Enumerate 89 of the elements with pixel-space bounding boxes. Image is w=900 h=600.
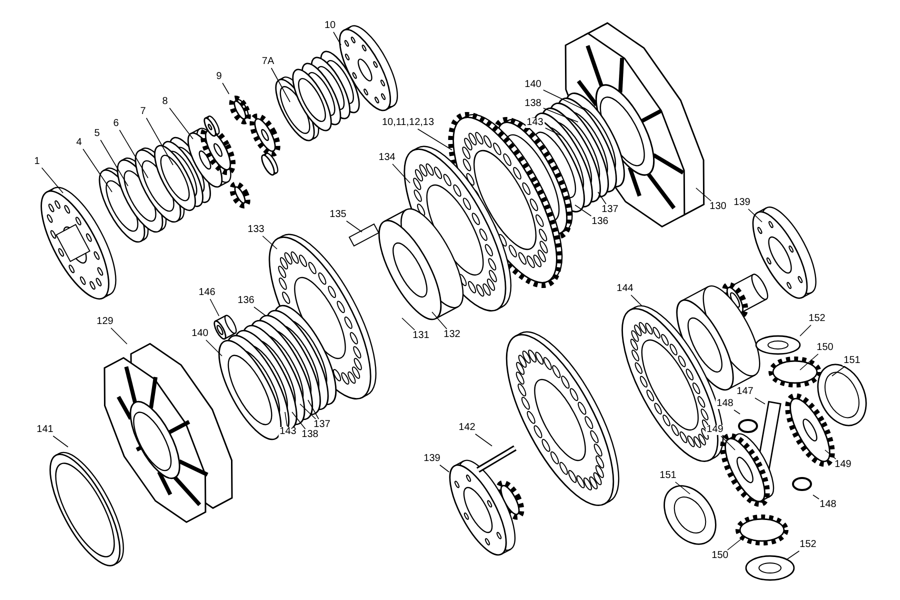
callout-number: 7A bbox=[260, 57, 276, 67]
leader-line bbox=[41, 167, 64, 194]
leader-line bbox=[308, 400, 320, 420]
callout-number: 10 bbox=[323, 21, 337, 31]
leader-line bbox=[402, 318, 416, 330]
callout-number: 136 bbox=[590, 217, 610, 227]
callout-number: 8 bbox=[161, 97, 169, 107]
leader-line bbox=[630, 294, 642, 306]
callout-number: 147 bbox=[736, 387, 754, 397]
leader-line bbox=[169, 108, 194, 140]
leader-line bbox=[254, 306, 266, 316]
leader-line bbox=[832, 366, 844, 376]
leader-line bbox=[786, 550, 800, 560]
callout-number: 131 bbox=[412, 331, 430, 341]
leader-line bbox=[748, 208, 762, 222]
callout-number: 129 bbox=[96, 317, 114, 327]
leader-line bbox=[800, 354, 819, 370]
callout-number: 149 bbox=[706, 425, 724, 435]
leader-line bbox=[439, 464, 450, 472]
callout-number: 5 bbox=[93, 129, 101, 139]
callout-number: 135 bbox=[328, 210, 348, 220]
callout-number: 138 bbox=[524, 99, 542, 109]
leader-line bbox=[392, 164, 410, 184]
leader-line bbox=[222, 82, 230, 94]
leader-line bbox=[824, 450, 836, 460]
callout-number: 140 bbox=[524, 80, 542, 90]
callout-number: 132 bbox=[442, 330, 462, 340]
callout-number: 140 bbox=[190, 329, 210, 339]
leader-line bbox=[474, 434, 492, 446]
leader-line bbox=[333, 32, 342, 46]
leader-line bbox=[100, 140, 128, 186]
leader-line bbox=[674, 482, 690, 494]
leader-line bbox=[542, 90, 586, 110]
leader-line bbox=[346, 220, 362, 232]
callout-number: 134 bbox=[378, 153, 396, 163]
callout-number: 133 bbox=[246, 225, 266, 235]
callout-number: 148 bbox=[716, 399, 734, 409]
callout-number: 142 bbox=[458, 423, 476, 433]
callout-number: 150 bbox=[710, 551, 730, 561]
leader-line bbox=[544, 128, 562, 136]
callout-number: 138 bbox=[300, 430, 320, 440]
leader-line bbox=[574, 204, 592, 216]
leader-line bbox=[696, 188, 712, 202]
callout-number: 148 bbox=[818, 500, 838, 510]
callout-number: 6 bbox=[112, 119, 120, 129]
callout-number: 152 bbox=[808, 314, 826, 324]
callout-number: 137 bbox=[312, 420, 332, 430]
leader-line bbox=[292, 412, 306, 430]
callout-number: 150 bbox=[816, 343, 834, 353]
leader-line bbox=[417, 128, 452, 150]
leader-line bbox=[119, 130, 148, 178]
leader-line bbox=[727, 536, 746, 550]
callout-number: 141 bbox=[36, 425, 54, 435]
leader-line bbox=[598, 192, 606, 204]
callout-number: 139 bbox=[422, 454, 442, 464]
callout-number: 139 bbox=[732, 198, 752, 208]
leader-line bbox=[262, 236, 278, 250]
callout-number: 137 bbox=[600, 205, 620, 215]
leader-line bbox=[754, 398, 766, 404]
callout-number: 151 bbox=[842, 356, 862, 366]
leader-line bbox=[542, 108, 578, 122]
callout-number: 152 bbox=[798, 540, 818, 550]
callout-number: 149 bbox=[834, 460, 852, 470]
leader-line bbox=[720, 436, 736, 450]
leader-line bbox=[432, 312, 448, 330]
leader-line bbox=[800, 324, 812, 336]
leader-line bbox=[812, 494, 820, 500]
callout-number: 143 bbox=[278, 427, 298, 437]
leader-line bbox=[300, 404, 316, 420]
leader-line bbox=[146, 118, 174, 166]
callout-number: 136 bbox=[236, 296, 256, 306]
callout-number: 143 bbox=[526, 118, 544, 128]
leader-line bbox=[210, 298, 220, 316]
leader-line bbox=[270, 68, 290, 102]
callout-number: 146 bbox=[198, 288, 216, 298]
callout-number: 1 bbox=[33, 157, 41, 167]
callout-number: 9 bbox=[215, 72, 223, 82]
leader-line bbox=[110, 328, 128, 344]
leader-line bbox=[82, 148, 112, 192]
callout-number: 151 bbox=[658, 471, 678, 481]
callout-number: 144 bbox=[616, 284, 634, 294]
leader-line bbox=[206, 340, 222, 356]
leader-line bbox=[734, 410, 740, 414]
callout-number: 10,11,12,13 bbox=[380, 118, 436, 128]
callout-number: 130 bbox=[708, 202, 728, 212]
leader-line bbox=[284, 412, 288, 426]
callout-number: 4 bbox=[75, 138, 83, 148]
callout-number: 7 bbox=[139, 107, 147, 117]
leader-line bbox=[52, 436, 68, 448]
